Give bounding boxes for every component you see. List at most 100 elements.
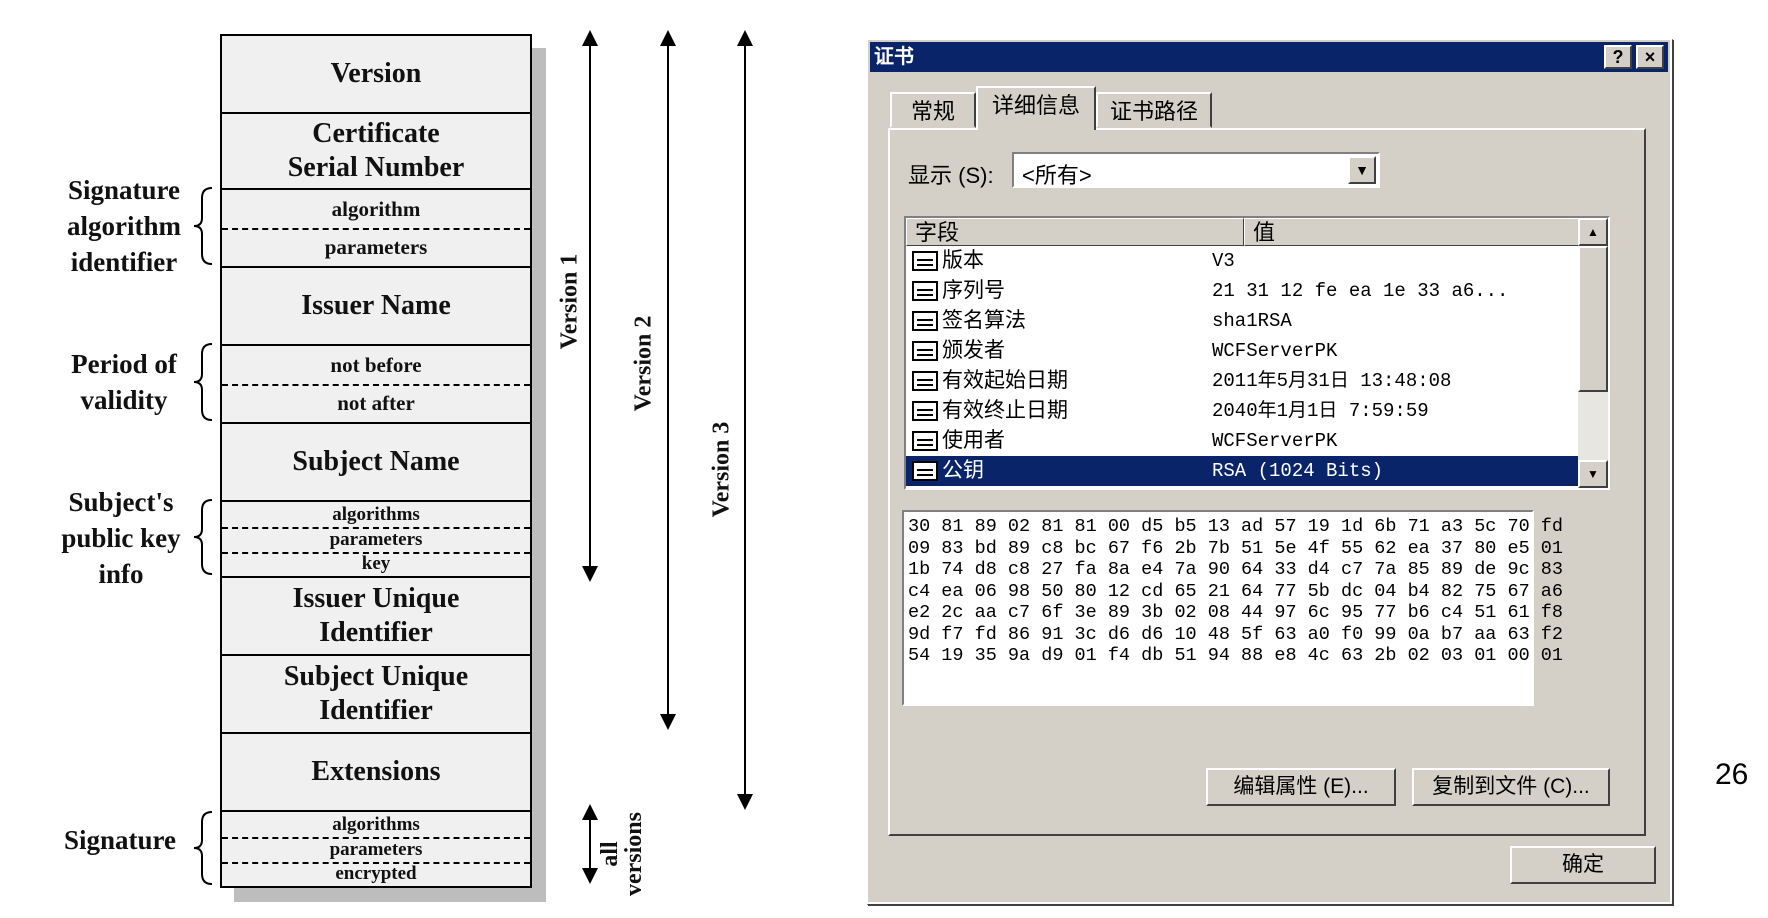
hex-line: 09 83 bd 89 c8 bc 67 f6 2b 7b 51 5e 4f 5… bbox=[908, 537, 1564, 559]
field-name: 有效终止日期 bbox=[942, 399, 1068, 422]
field-value: 2040年1月1日 7:59:59 bbox=[1212, 400, 1429, 422]
brace-sig-alg bbox=[193, 187, 213, 265]
field-value: RSA (1024 Bits) bbox=[1212, 460, 1384, 482]
list-item[interactable]: 签名算法 sha1RSA bbox=[906, 306, 1580, 336]
show-label: 显示 (S): bbox=[908, 163, 994, 188]
field-value: 2011年5月31日 13:48:08 bbox=[1212, 370, 1452, 392]
show-dropdown[interactable]: <所有> ▼ bbox=[1012, 152, 1380, 188]
dialog-title: 证书 bbox=[874, 46, 914, 68]
field-name: 公钥 bbox=[942, 459, 984, 482]
field-value: 21 31 12 fe ea 1e 33 a6... bbox=[1212, 280, 1509, 302]
field-signature-algorithm: algorithm parameters bbox=[222, 190, 530, 268]
close-button[interactable]: × bbox=[1636, 45, 1664, 69]
label-signature-algorithm-identifier: Signature algorithm identifier bbox=[67, 175, 181, 277]
label-signature: Signature bbox=[63, 825, 177, 855]
tab-certification-path[interactable]: 证书路径 bbox=[1096, 92, 1212, 128]
hex-line: c4 ea 06 98 50 80 12 cd 65 21 64 77 5b d… bbox=[908, 580, 1564, 602]
field-version: Version bbox=[222, 36, 530, 114]
details-panel bbox=[888, 128, 1646, 836]
sig-parameters: parameters bbox=[324, 235, 428, 259]
column-header-value[interactable]: 值 bbox=[1244, 218, 1580, 246]
field-icon bbox=[912, 431, 938, 451]
help-button[interactable]: ? bbox=[1604, 45, 1632, 69]
divider bbox=[222, 837, 530, 839]
scroll-up-icon[interactable]: ▲ bbox=[1578, 218, 1608, 246]
list-scrollbar[interactable]: ▲ ▼ bbox=[1578, 218, 1608, 488]
scroll-down-icon[interactable]: ▼ bbox=[1578, 460, 1608, 488]
version-1-label: Version 1 bbox=[556, 253, 583, 350]
hex-line: 9d f7 fd 86 91 3c d6 d6 10 48 5f 63 a0 f… bbox=[908, 623, 1564, 645]
field-icon bbox=[912, 251, 938, 271]
list-item[interactable]: 有效终止日期 2040年1月1日 7:59:59 bbox=[906, 396, 1580, 426]
divider bbox=[222, 862, 530, 864]
copy-to-file-button[interactable]: 复制到文件 (C)... bbox=[1412, 768, 1610, 806]
divider bbox=[222, 228, 530, 230]
chevron-down-icon[interactable]: ▼ bbox=[1348, 156, 1376, 184]
tab-general[interactable]: 常规 bbox=[890, 92, 976, 128]
field-name: 序列号 bbox=[942, 279, 1005, 302]
field-icon bbox=[912, 341, 938, 361]
field-value: WCFServerPK bbox=[1212, 430, 1338, 452]
version-3-arrow bbox=[737, 30, 753, 810]
field-validity: not before not after bbox=[222, 346, 530, 424]
version-3-label: Version 3 bbox=[708, 421, 735, 518]
version-2-arrow bbox=[660, 30, 676, 730]
sig-params: parameters bbox=[329, 838, 423, 860]
list-item[interactable]: 序列号 21 31 12 fe ea 1e 33 a6... bbox=[906, 276, 1580, 306]
list-item[interactable]: 使用者 WCFServerPK bbox=[906, 426, 1580, 456]
field-name: 颁发者 bbox=[942, 339, 1005, 362]
hex-line: 54 19 35 9a d9 01 f4 db 51 94 88 e8 4c 6… bbox=[908, 645, 1564, 666]
field-icon bbox=[912, 281, 938, 301]
sig-algorithm: algorithm bbox=[331, 197, 421, 221]
brace-validity bbox=[193, 343, 213, 421]
field-name: 签名算法 bbox=[942, 309, 1026, 332]
fields-list[interactable]: 字段 值 版本 V3 序列号 21 31 12 fe ea 1e 33 a6..… bbox=[904, 216, 1610, 490]
edit-properties-button[interactable]: 编辑属性 (E)... bbox=[1206, 768, 1396, 806]
list-item[interactable]: 版本 V3 bbox=[906, 246, 1580, 276]
field-value: V3 bbox=[1212, 250, 1235, 272]
field-public-key-info: algorithms parameters key bbox=[222, 502, 530, 578]
version-1-arrow bbox=[582, 30, 598, 582]
hex-line: e2 2c aa c7 6f 3e 89 3b 02 08 44 97 6c 9… bbox=[908, 602, 1564, 623]
sig-encrypted: encrypted bbox=[335, 863, 417, 884]
field-detail-text[interactable]: 30 81 89 02 81 81 00 d5 b5 13 ad 57 19 1… bbox=[902, 510, 1564, 706]
ok-button[interactable]: 确定 bbox=[1510, 846, 1656, 884]
hex-line: 1b 74 d8 c8 27 fa 8a e4 7a 90 64 33 d4 c… bbox=[908, 559, 1564, 580]
version-2-label: Version 2 bbox=[630, 315, 657, 412]
field-name: 版本 bbox=[942, 249, 984, 272]
list-item[interactable]: 有效起始日期 2011年5月31日 13:48:08 bbox=[906, 366, 1580, 396]
pk-parameters: parameters bbox=[329, 528, 423, 550]
hex-line: 30 81 89 02 81 81 00 d5 b5 13 ad 57 19 1… bbox=[908, 516, 1564, 537]
not-after: not after bbox=[337, 391, 415, 415]
divider bbox=[222, 527, 530, 529]
column-header-field[interactable]: 字段 bbox=[906, 218, 1244, 246]
field-value: WCFServerPK bbox=[1212, 340, 1338, 362]
brace-public-key bbox=[193, 499, 213, 575]
all-versions-arrow bbox=[582, 804, 598, 884]
field-name: 有效起始日期 bbox=[942, 369, 1068, 392]
label-period-of-validity: Period of validity bbox=[71, 349, 177, 415]
divider bbox=[222, 552, 530, 554]
scroll-thumb[interactable] bbox=[1578, 246, 1608, 392]
field-value: sha1RSA bbox=[1212, 310, 1292, 332]
brace-signature bbox=[193, 811, 213, 885]
field-extensions: Extensions bbox=[222, 734, 530, 812]
label-public-key-info: Subject's public key info bbox=[61, 487, 181, 589]
title-bar: 证书 ? × bbox=[870, 42, 1668, 72]
list-item[interactable]: 颁发者 WCFServerPK bbox=[906, 336, 1580, 366]
field-subject-name: Subject Name bbox=[222, 424, 530, 502]
field-issuer-name: Issuer Name bbox=[222, 268, 530, 346]
tab-details[interactable]: 详细信息 bbox=[976, 86, 1096, 130]
pk-key: key bbox=[361, 553, 391, 574]
field-icon bbox=[912, 401, 938, 421]
divider bbox=[222, 384, 530, 386]
list-item-selected[interactable]: 公钥 RSA (1024 Bits) bbox=[906, 456, 1580, 486]
show-dropdown-value: <所有> bbox=[1022, 163, 1092, 188]
not-before: not before bbox=[330, 353, 422, 377]
all-versions-label: all versions bbox=[597, 812, 647, 896]
